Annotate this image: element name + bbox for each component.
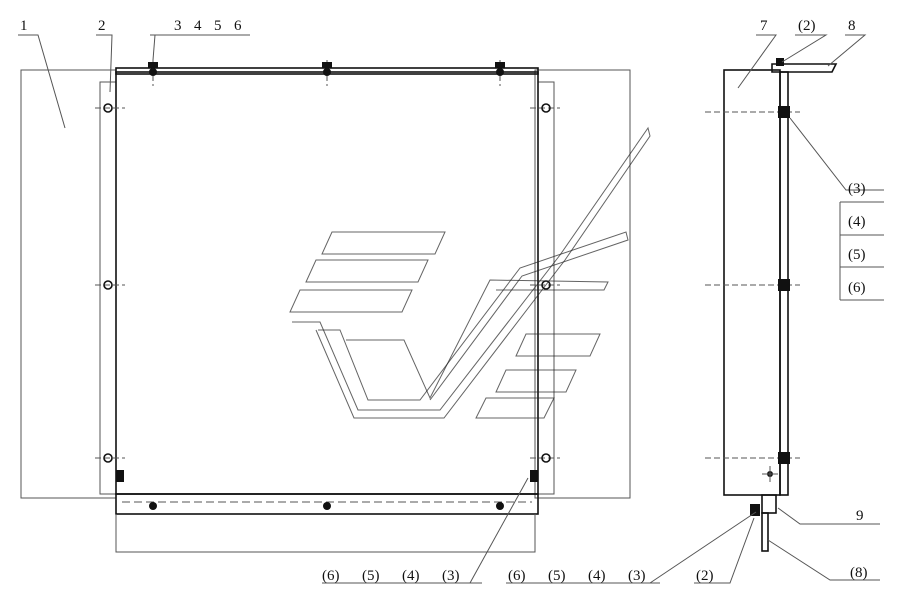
label-part-2-bottom: (2) [696,568,714,584]
label-part-4-a: (4) [402,568,420,584]
side-bolt [778,279,790,291]
label-part-6-a: (6) [322,568,340,584]
bolt-hole [541,103,551,113]
label-part-3-side: (3) [848,181,866,197]
side-bolt [778,106,790,118]
bottom-angle [761,512,769,552]
bottom-bracket [761,494,777,514]
bolt-hole [103,453,113,463]
label-part-1: 1 [20,18,28,34]
left-side-panel [20,69,117,499]
leader-lines [18,34,884,584]
label-part-2: 2 [98,18,106,34]
bolt-hole [103,280,113,290]
watermark-logo [289,126,651,419]
label-part-5: 5 [214,18,222,34]
side-panel [723,69,781,496]
right-side-panel [534,69,631,499]
main-cover-plate [115,71,539,495]
label-part-5-a: (5) [362,568,380,584]
bottom-bar [115,493,539,515]
label-part-3: 3 [174,18,182,34]
label-part-3-b: (3) [628,568,646,584]
top-bolt [495,62,505,76]
label-part-4-side: (4) [848,214,866,230]
width-dimension [115,514,536,553]
top-bolt [322,62,332,76]
bottom-bolt [750,504,760,516]
label-part-8-bottom: (8) [850,565,868,581]
top-angle [771,63,838,73]
front-view [20,60,631,553]
side-bolt [778,452,790,464]
bottom-bolt [496,502,504,510]
corner-bracket [530,470,538,482]
top-bolt [148,62,158,76]
label-part-3-a: (3) [442,568,460,584]
bolt-hole [103,103,113,113]
bottom-bolt [323,502,331,510]
label-part-6-side: (6) [848,280,866,296]
right-flange [537,81,555,495]
label-part-7: 7 [760,18,768,34]
label-part-6-b: (6) [508,568,526,584]
label-part-9: 9 [856,508,864,524]
corner-bracket [116,470,124,482]
side-view [705,58,838,552]
label-part-4-b: (4) [588,568,606,584]
bottom-bolt [149,502,157,510]
label-part-2-top: (2) [798,18,816,34]
labels: 1 2 3 4 5 6 7 (2) 8 (3) (4) (5) (6) 9 (8… [20,18,868,584]
label-part-6: 6 [234,18,242,34]
label-part-4: 4 [194,18,202,34]
label-part-5-side: (5) [848,247,866,263]
label-part-8: 8 [848,18,856,34]
callout-stack [839,201,884,301]
top-bolt [776,58,784,66]
left-flange [99,81,117,495]
bolt-hole [541,453,551,463]
label-part-5-b: (5) [548,568,566,584]
